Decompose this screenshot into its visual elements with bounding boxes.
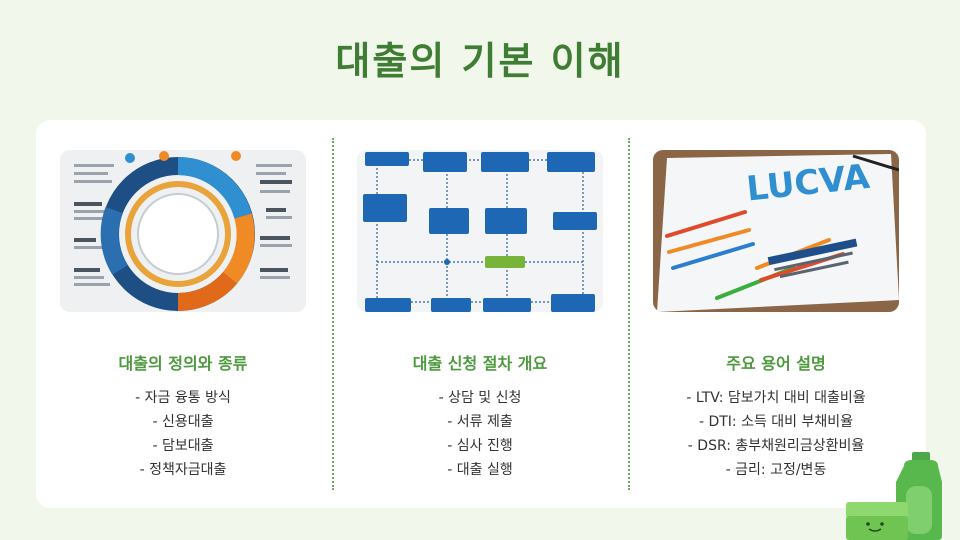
column-divider (628, 138, 630, 490)
column-heading: 대출 신청 절차 개요 (412, 354, 548, 373)
infographic-illustration (60, 150, 306, 312)
column-divider (332, 138, 334, 490)
column-item-list: - LTV: 담보가치 대비 대출비율 - DTI: 소득 대비 부채비율 - … (629, 386, 923, 482)
flowchart-illustration (357, 150, 603, 312)
list-item: - 신용대출 (152, 414, 214, 430)
list-item: - 금리: 고정/변동 (725, 462, 827, 478)
list-item: - LTV: 담보가치 대비 대출비율 (686, 390, 866, 406)
column-item-list: - 자금 융통 방식 - 신용대출 - 담보대출 - 정책자금대출 (36, 386, 330, 482)
column-loan-types: 대출의 정의와 종류 - 자금 융통 방식 - 신용대출 - 담보대출 - 정책… (36, 120, 326, 508)
column-heading: 주요 용어 설명 (726, 354, 826, 373)
list-item: - 심사 진행 (447, 438, 513, 454)
content-card: 대출의 정의와 종류 - 자금 융통 방식 - 신용대출 - 담보대출 - 정책… (36, 120, 926, 508)
list-item: - 정책자금대출 (139, 462, 227, 478)
column-heading: 대출의 정의와 종류 (118, 354, 248, 373)
list-item: - DSR: 총부채원리금상환비율 (687, 438, 865, 454)
list-item: - 담보대출 (152, 438, 214, 454)
list-item: - 상담 및 신청 (438, 390, 522, 406)
list-item: - 자금 융통 방식 (135, 390, 231, 406)
detergent-mascot-icon (842, 452, 952, 540)
loan-process-flowchart-image (357, 150, 603, 312)
list-item: - 대출 실행 (447, 462, 513, 478)
loan-types-infographic-image (60, 150, 306, 312)
slide-title: 대출의 기본 이해 (335, 39, 625, 83)
column-item-list: - 상담 및 신청 - 서류 제출 - 심사 진행 - 대출 실행 (333, 386, 627, 482)
column-key-terms: LUCVA 주요 용어 설명 - LTV: 담보가치 대비 (629, 120, 919, 508)
column-loan-process: 대출 신청 절차 개요 - 상담 및 신청 - 서류 제출 - 심사 진행 - … (333, 120, 623, 508)
list-item: - DTI: 소득 대비 부채비율 (698, 414, 854, 430)
loan-terms-document-image: LUCVA (653, 150, 899, 312)
list-item: - 서류 제출 (447, 414, 513, 430)
document-illustration: LUCVA (653, 150, 899, 312)
